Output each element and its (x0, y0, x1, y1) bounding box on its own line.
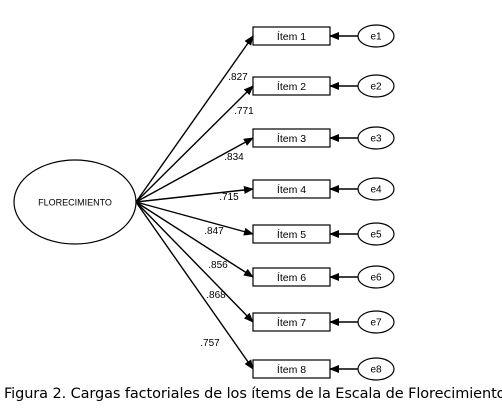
error-circle-3 (357, 126, 395, 150)
item-label-8: Ítem 8 (277, 363, 306, 376)
item-label-3: Ítem 3 (277, 132, 306, 145)
loading-path-7 (135, 201, 254, 323)
loading-path-4 (135, 186, 254, 203)
loading-value-4: .715 (219, 192, 239, 203)
error-circle-8 (357, 357, 395, 381)
item-label-6: Ítem 6 (277, 271, 306, 284)
error-label-3: e3 (370, 134, 382, 145)
loading-path-1 (135, 35, 254, 203)
loading-value-5: .847 (204, 226, 224, 237)
loading-value-3: .834 (224, 152, 244, 163)
error-circle-6 (357, 265, 395, 289)
error-label-7: e7 (370, 318, 382, 329)
loading-value-2: .771 (234, 106, 254, 117)
error-circle-1 (357, 24, 395, 48)
error-label-5: e5 (370, 230, 382, 241)
item-label-1: Ítem 1 (277, 30, 306, 43)
error-label-8: e8 (370, 365, 382, 376)
error-circle-7 (357, 310, 395, 334)
error-circle-2 (357, 74, 395, 98)
loading-path-8 (135, 201, 254, 370)
error-label-4: e4 (370, 185, 382, 196)
loading-path-2 (135, 85, 254, 203)
loading-value-6: .856 (208, 260, 228, 271)
item-label-2: Ítem 2 (277, 80, 306, 93)
error-label-6: e6 (370, 273, 382, 284)
error-label-2: e2 (370, 82, 382, 93)
loading-value-7: .868 (206, 290, 226, 301)
error-circle-5 (357, 222, 395, 246)
loading-path-5 (135, 201, 254, 236)
loading-value-1: .827 (228, 72, 248, 83)
loading-path-3 (135, 137, 254, 203)
figure-caption: Figura 2. Cargas factoriales de los ítem… (4, 386, 502, 402)
error-circle-4 (357, 177, 395, 201)
item-label-7: Ítem 7 (277, 316, 306, 329)
item-label-5: Ítem 5 (277, 228, 306, 241)
error-label-1: e1 (370, 32, 382, 43)
item-label-4: Ítem 4 (277, 183, 306, 196)
factor-label: FLORECIMIENTO (38, 198, 112, 208)
loading-path-6 (135, 201, 254, 278)
loading-value-8: .757 (200, 338, 220, 349)
